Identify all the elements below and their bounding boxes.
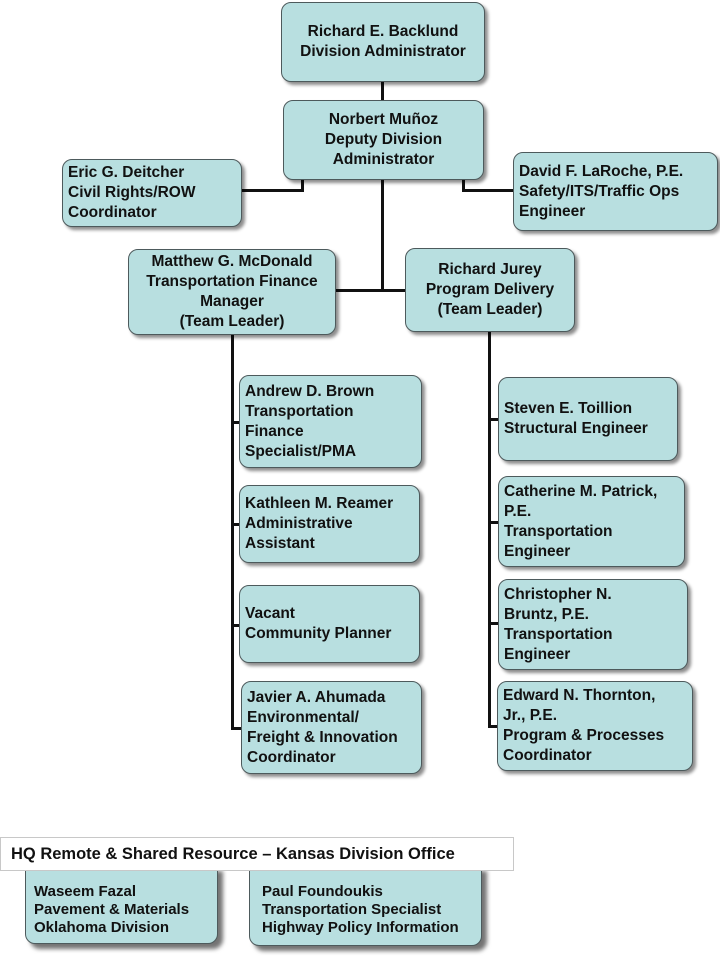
civil-rights-box: Eric G. Deitcher Civil Rights/ROW Coordi…	[62, 159, 242, 227]
connector-safety-v	[462, 180, 465, 192]
title-line-2: Manager	[200, 293, 264, 310]
connector-safety-h	[462, 189, 514, 192]
name: Catherine M. Patrick,	[504, 482, 658, 500]
name: Waseem Fazal	[34, 883, 136, 900]
name: David F. LaRoche, P.E.	[519, 162, 684, 180]
team-leader-label: (Team Leader)	[437, 301, 543, 318]
title-line-2: Engineer	[504, 645, 571, 663]
title-line-2: Freight & Innovation	[247, 728, 398, 746]
finance-team-member: Javier A. Ahumada Environmental/ Freight…	[241, 681, 422, 774]
title-line-1: Administrative	[245, 515, 353, 532]
name: Edward N. Thornton,	[503, 687, 656, 704]
connector-deputy-trunk	[381, 180, 384, 292]
connector-finance-1	[231, 421, 241, 424]
hq-section-title: HQ Remote & Shared Resource – Kansas Div…	[0, 837, 514, 871]
deputy-administrator-box: Norbert Muñoz Deputy Division Administra…	[283, 100, 484, 180]
title: Pavement & Materials	[34, 901, 190, 918]
connector-delivery-3	[488, 622, 499, 625]
name: Steven E. Toillion	[504, 400, 633, 417]
office: Oklahoma Division	[34, 919, 170, 936]
finance-manager-box: Matthew G. McDonald Transportation Finan…	[128, 249, 336, 335]
team-leader-label: (Team Leader)	[179, 313, 285, 330]
hq-resource-card: Paul Foundoukis Transportation Specialis…	[249, 866, 482, 946]
credential: P.E.	[504, 502, 532, 520]
connector-admin-deputy	[381, 82, 384, 100]
connector-finance-2	[231, 523, 241, 526]
connector-finance-trunk	[231, 335, 234, 730]
name: Christopher N.	[504, 585, 612, 603]
title-line-1: Transportation	[504, 522, 613, 540]
name: Andrew D. Brown	[245, 382, 375, 400]
title-line-3: Coordinator	[247, 748, 336, 766]
title: Transportation Specialist	[262, 901, 442, 918]
connector-civil-rights-h	[242, 189, 304, 192]
title-line-2: Coordinator	[503, 747, 592, 764]
name: Richard E. Backlund	[307, 23, 459, 40]
title: Community Planner	[245, 625, 392, 642]
program-delivery-box: Richard Jurey Program Delivery (Team Lea…	[405, 248, 575, 332]
safety-engineer-box: David F. LaRoche, P.E. Safety/ITS/Traffi…	[513, 152, 718, 231]
connector-finance-4	[231, 727, 243, 730]
delivery-team-member: Catherine M. Patrick, P.E. Transportatio…	[498, 476, 685, 567]
delivery-team-member: Steven E. Toillion Structural Engineer	[498, 377, 678, 461]
connector-civil-rights-v	[301, 180, 304, 192]
delivery-team-member: Edward N. Thornton, Jr., P.E. Program & …	[497, 681, 693, 771]
connector-delivery-trunk	[488, 332, 491, 728]
division-administrator-box: Richard E. Backlund Division Administrat…	[281, 2, 485, 82]
title: Division Administrator	[300, 43, 466, 60]
connector-delivery-2	[488, 521, 499, 524]
title-line-1: Civil Rights/ROW	[68, 184, 196, 201]
name: Richard Jurey	[438, 261, 542, 278]
finance-team-member: Kathleen M. Reamer Administrative Assist…	[239, 485, 420, 563]
title-line-1: Safety/ITS/Traffic Ops	[519, 182, 680, 200]
title-line-3: Specialist/PMA	[245, 442, 357, 460]
finance-team-member: Andrew D. Brown Transportation Finance S…	[239, 375, 422, 468]
name: Vacant	[245, 605, 295, 622]
name-continued: Jr., P.E.	[503, 707, 558, 724]
title-line-2: Engineer	[519, 202, 586, 220]
connector-finance-3	[231, 624, 241, 627]
title: Program Delivery	[425, 281, 555, 298]
name: Javier A. Ahumada	[247, 688, 386, 706]
hq-resource-card: Waseem Fazal Pavement & Materials Oklaho…	[25, 866, 218, 944]
name-continued: Bruntz, P.E.	[504, 605, 589, 623]
name: Norbert Muñoz	[328, 111, 439, 128]
title-line-1: Program & Processes	[503, 727, 665, 744]
name: Kathleen M. Reamer	[245, 495, 394, 512]
finance-team-member: Vacant Community Planner	[239, 585, 420, 663]
title-line-2: Assistant	[245, 535, 315, 552]
connector-team-leaders-h	[336, 289, 406, 292]
title-line-1: Deputy Division	[324, 131, 443, 148]
title-line-1: Transportation	[245, 402, 354, 420]
title-line-2: Engineer	[504, 542, 571, 560]
name: Matthew G. McDonald	[151, 253, 313, 270]
name: Paul Foundoukis	[262, 883, 383, 900]
title-line-1: Transportation Finance	[146, 273, 318, 290]
title-line-2: Finance	[245, 422, 304, 440]
title-line-2: Coordinator	[68, 204, 157, 221]
title-line-1: Environmental/	[247, 708, 359, 726]
connector-delivery-4	[488, 725, 499, 728]
delivery-team-member: Christopher N. Bruntz, P.E. Transportati…	[498, 579, 688, 670]
connector-delivery-1	[488, 418, 499, 421]
office: Highway Policy Information	[262, 919, 459, 936]
title-line-2: Administrator	[332, 151, 435, 168]
name: Eric G. Deitcher	[68, 164, 185, 181]
title-line-1: Transportation	[504, 625, 613, 643]
title: Structural Engineer	[504, 420, 648, 437]
